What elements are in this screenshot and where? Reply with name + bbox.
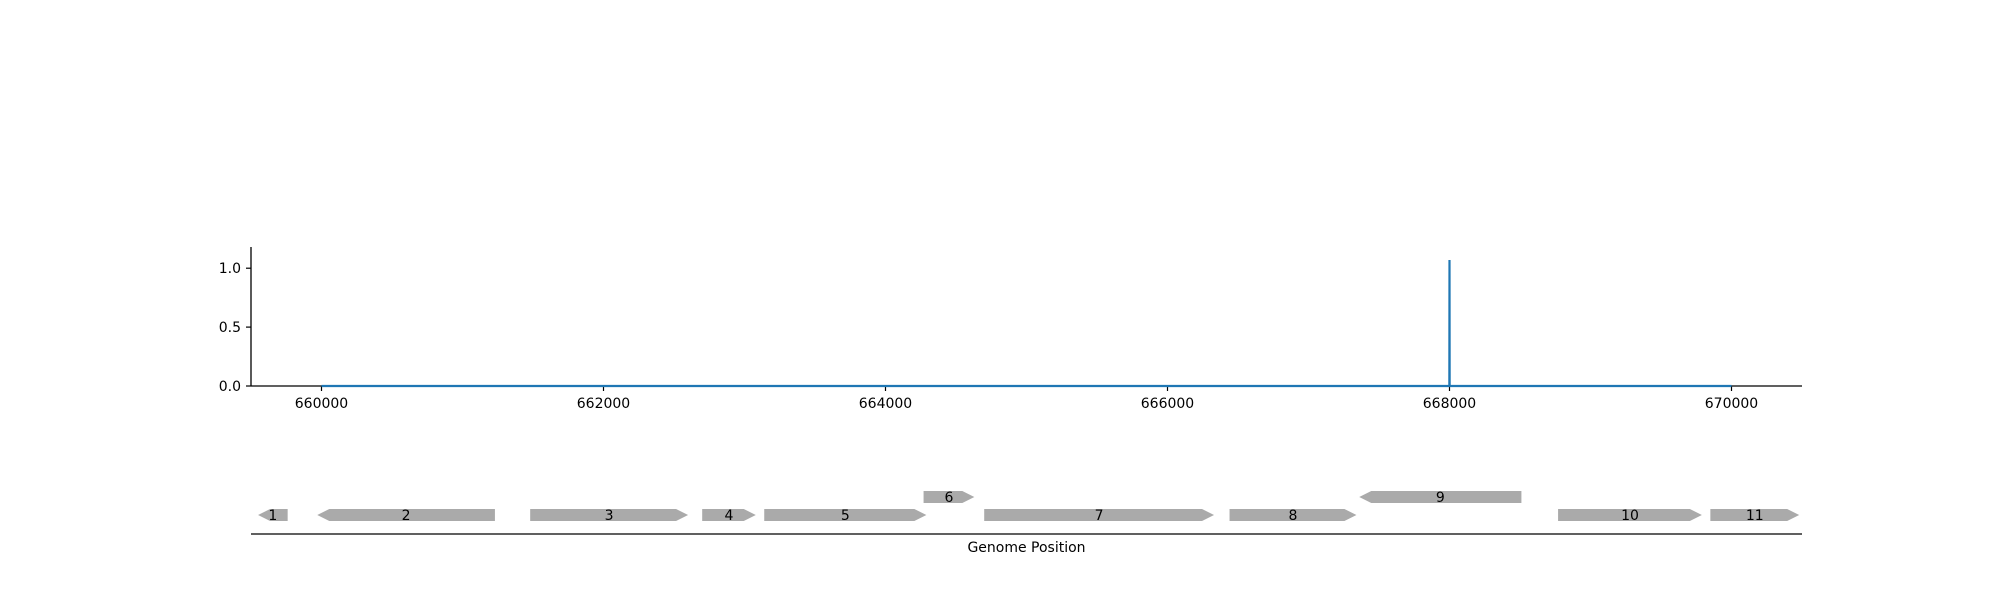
coverage-x-tick-label: 668000 [1423,396,1476,412]
gene-label: 2 [402,508,411,524]
gene-arrow [1359,491,1522,503]
gene-label: 3 [605,508,614,524]
gene-label: 5 [841,508,850,524]
coverage-y-tick-label: 1.0 [219,261,241,277]
gene-arrow [1710,509,1800,521]
coverage-x-tick-label: 660000 [295,396,348,412]
gene-arrow [702,509,756,521]
gene-arrow [258,509,288,521]
gene-shapes: 1 2 3 4 5 6 7 8 9 10 11 [258,490,1800,524]
gene-label: 6 [944,490,953,506]
coverage-x-tick-label: 662000 [577,396,630,412]
gene-label: 8 [1289,508,1298,524]
gene-track: 1 2 3 4 5 6 7 8 9 10 11 Genome Position [251,490,1802,556]
coverage-series [321,259,1732,388]
gene-arrow [530,509,689,521]
coverage-x-ticks: 660000 662000 664000 666000 668000 670000 [295,386,1758,412]
gene-arrow [1229,509,1357,521]
coverage-plot: 0.0 0.5 1.0 660000 662000 664000 666000 668000… [219,247,1802,412]
coverage-series-line [321,259,1732,388]
coverage-y-tick-label: 0.5 [219,320,241,336]
gene-arrow [764,509,927,521]
gene-track-x-axis-title: Genome Position [967,540,1085,556]
coverage-y-ticks: 0.0 0.5 1.0 [219,261,251,395]
gene-arrow [317,509,495,521]
coverage-y-tick-label: 0.0 [219,379,241,395]
gene-label: 9 [1436,490,1445,506]
gene-arrow [923,491,975,503]
gene-label: 10 [1621,508,1639,524]
coverage-x-tick-label: 670000 [1705,396,1758,412]
gene-label: 4 [725,508,734,524]
coverage-x-tick-label: 664000 [859,396,912,412]
coverage-x-tick-label: 666000 [1141,396,1194,412]
gene-arrow [1558,509,1702,521]
gene-label: 7 [1095,508,1104,524]
gene-label: 1 [268,508,277,524]
gene-arrow [984,509,1215,521]
gene-label: 11 [1746,508,1764,524]
